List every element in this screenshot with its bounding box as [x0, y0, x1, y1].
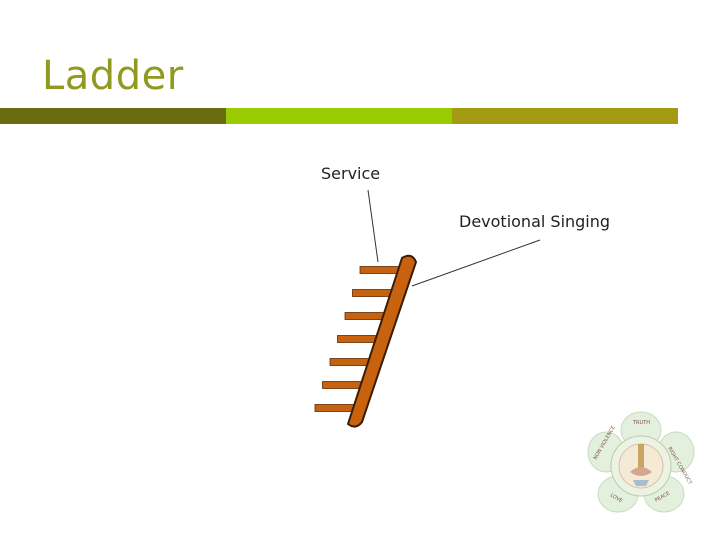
service-callout-line: [367, 189, 379, 263]
devotional-singing-label: Devotional Singing: [459, 212, 611, 231]
header-divider-bar: [0, 108, 678, 124]
divider-segment-2: [226, 108, 452, 124]
emblem-word-truth: TRUTH: [632, 420, 650, 426]
lotus-emblem-icon: TRUTH RIGHT CONDUCT PEACE LOVE NON VIOLE…: [587, 411, 695, 513]
divider-segment-3: [452, 108, 678, 124]
singing-callout-line: [411, 239, 541, 287]
divider-segment-1: [0, 108, 226, 124]
ladder-rail: [347, 254, 417, 428]
slide-title: Ladder: [42, 53, 184, 99]
service-label: Service: [321, 164, 381, 183]
emblem-word-love: LOVE: [609, 493, 623, 505]
